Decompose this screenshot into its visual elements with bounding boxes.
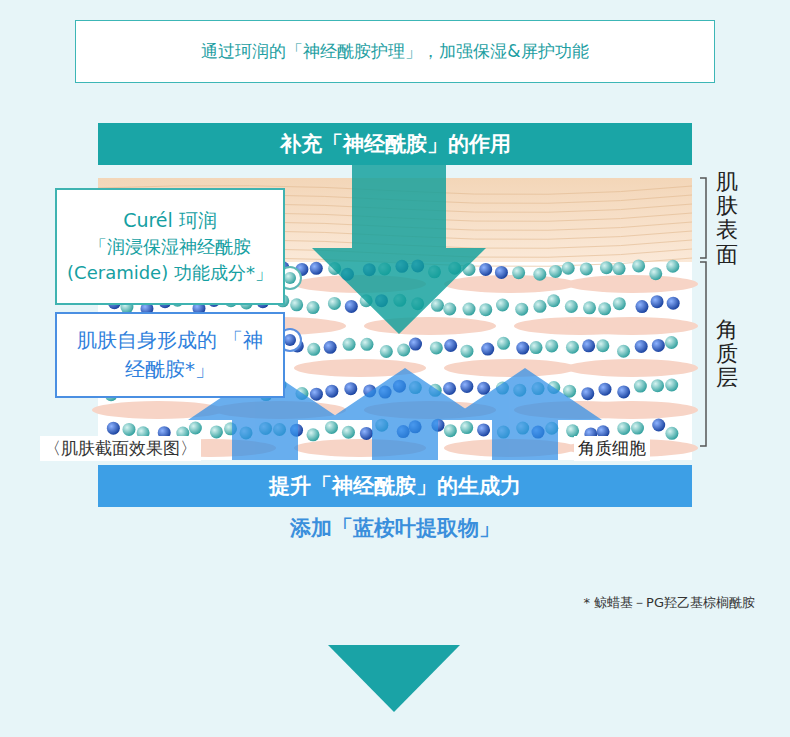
layer-label: 肌肤表面 [716,170,738,267]
layer-label: 角质层 [716,318,738,391]
title-box: 通过珂润的「神经酰胺护理」，加强保湿&屏护功能 [75,20,715,83]
part-label: 角质细胞 [574,436,650,461]
layer-brackets [700,178,706,446]
ingredient-callout: Curél 珂润「润浸保湿神经酰胺 (Ceramide) 功能成分*」 [55,188,285,305]
node-text: 肌肤自身形成的 「神经酰胺*」 [67,326,273,384]
node-text: 通过珂润的「神经酰胺护理」，加强保湿&屏护功能 [201,39,588,64]
node-text: 补充「神经酰胺」的作用 [280,129,511,159]
figure-note: 〈肌肤截面效果图〉 [40,436,201,461]
down-arrow [312,162,486,334]
supply-band: 补充「神经酰胺」的作用 [98,123,692,165]
footnote: * 鲸蜡基－PG羟乙基棕榈酰胺 [0,594,755,612]
skin-ceramide-callout: 肌肤自身形成的 「神经酰胺*」 [55,312,285,398]
additive-label: 添加「蓝桉叶提取物」 [0,514,790,542]
node-text: 提升「神经酰胺」的生成力 [269,471,521,501]
down-triangle [328,645,460,712]
node-text: Curél 珂润 [123,207,217,235]
production-band: 提升「神经酰胺」的生成力 [98,465,692,507]
node-text: 「润浸保湿神经酰胺 (Ceramide) 功能成分*」 [67,234,273,286]
